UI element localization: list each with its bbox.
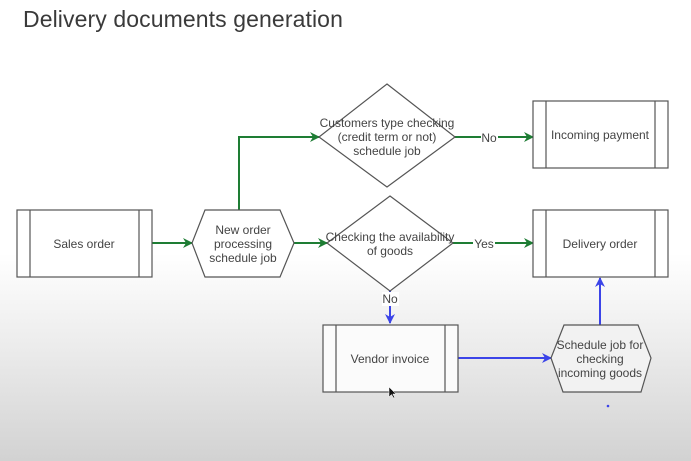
node-availability-check[interactable]: Checking the availability of goods bbox=[326, 195, 455, 292]
edge-availability-to-vendor: No bbox=[382, 291, 399, 324]
node-label: schedule job bbox=[353, 144, 421, 158]
edge-label-no-2: No bbox=[382, 292, 398, 306]
node-delivery-order[interactable]: Delivery order bbox=[532, 209, 669, 278]
node-label: of goods bbox=[367, 244, 413, 258]
mouse-cursor-icon bbox=[388, 386, 397, 399]
node-label: processing bbox=[214, 237, 272, 251]
node-label: Incoming payment bbox=[551, 128, 650, 142]
diagram-title: Delivery documents generation bbox=[23, 6, 343, 32]
node-label: (credit term or not) bbox=[338, 130, 437, 144]
edge-label-yes: Yes bbox=[474, 237, 494, 251]
node-label: Sales order bbox=[53, 237, 114, 251]
node-label: checking bbox=[576, 352, 623, 366]
edge-customers-to-payment: No bbox=[455, 130, 534, 145]
node-label: incoming goods bbox=[558, 366, 642, 380]
node-label: Vendor invoice bbox=[351, 352, 430, 366]
node-label: New order bbox=[215, 223, 270, 237]
node-label: Delivery order bbox=[563, 237, 638, 251]
node-sales-order[interactable]: Sales order bbox=[16, 209, 153, 278]
node-customers-type-checking[interactable]: Customers type checking (credit term or … bbox=[318, 83, 456, 188]
edge-label-no: No bbox=[481, 131, 497, 145]
node-schedule-incoming-goods[interactable]: Schedule job for checking incoming goods bbox=[550, 324, 652, 393]
node-label: schedule job bbox=[209, 251, 277, 265]
node-label: Checking the availability bbox=[326, 230, 455, 244]
edge-availability-to-delivery: Yes bbox=[453, 236, 534, 251]
edge-neworder-to-customers-check bbox=[238, 132, 320, 210]
node-label: Customers type checking bbox=[320, 116, 455, 130]
node-incoming-payment[interactable]: Incoming payment bbox=[532, 100, 669, 169]
stray-dot bbox=[606, 404, 610, 408]
node-label: Schedule job for bbox=[557, 338, 644, 352]
node-new-order-processing[interactable]: New order processing schedule job bbox=[191, 209, 295, 278]
node-vendor-invoice[interactable]: Vendor invoice bbox=[322, 324, 459, 393]
